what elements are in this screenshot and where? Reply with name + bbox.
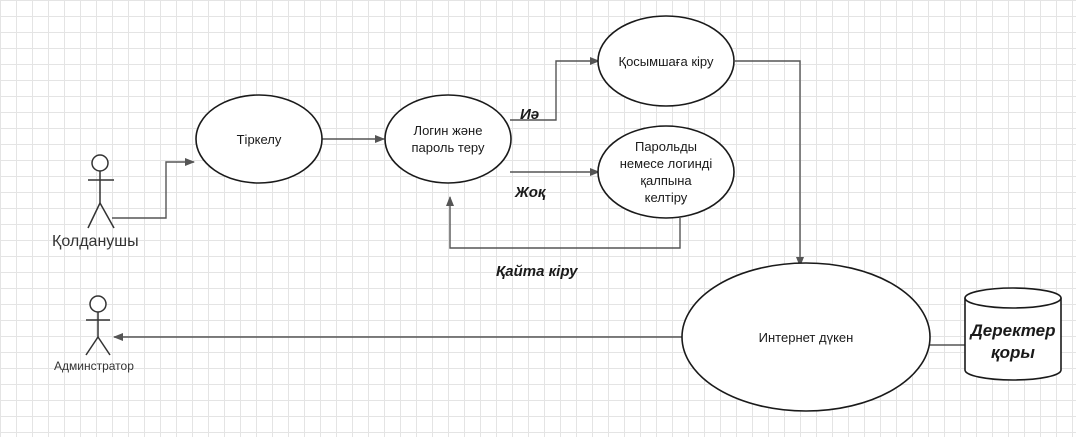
restore-usecase[interactable]: Парольды немесе логинді қалпына келтіру bbox=[619, 139, 713, 205]
database-cylinder-shape bbox=[964, 287, 1062, 381]
login-usecase[interactable]: Логин және пароль теру bbox=[411, 123, 485, 155]
user-actor-figure bbox=[87, 154, 115, 229]
shop-usecase[interactable]: Интернет дүкен bbox=[758, 329, 854, 345]
database-label[interactable]: Деректер қоры bbox=[970, 321, 1056, 362]
shop-usecase-shape bbox=[681, 262, 931, 412]
edge-user-to-register bbox=[112, 158, 195, 219]
user-actor-label: Қолданушы bbox=[52, 233, 139, 250]
restore-usecase-shape bbox=[597, 125, 735, 219]
edge-restore-to-login bbox=[446, 196, 681, 249]
edge-label-yes: Иә bbox=[520, 106, 540, 123]
admin-actor-figure bbox=[85, 295, 111, 356]
edge-label-no: Жоқ bbox=[515, 184, 546, 201]
app-login-usecase-shape bbox=[597, 15, 735, 107]
admin-actor-label: Админстратор bbox=[54, 359, 134, 373]
register-usecase-shape bbox=[195, 94, 323, 184]
login-usecase-shape bbox=[384, 94, 512, 184]
app-login-usecase[interactable]: Қосымшаға кіру bbox=[618, 53, 714, 69]
edge-login-to-app bbox=[510, 57, 600, 121]
register-usecase[interactable]: Тіркелу bbox=[236, 131, 282, 147]
edge-label-retry: Қайта кіру bbox=[496, 263, 578, 280]
edge-app-to-shop bbox=[735, 60, 804, 267]
